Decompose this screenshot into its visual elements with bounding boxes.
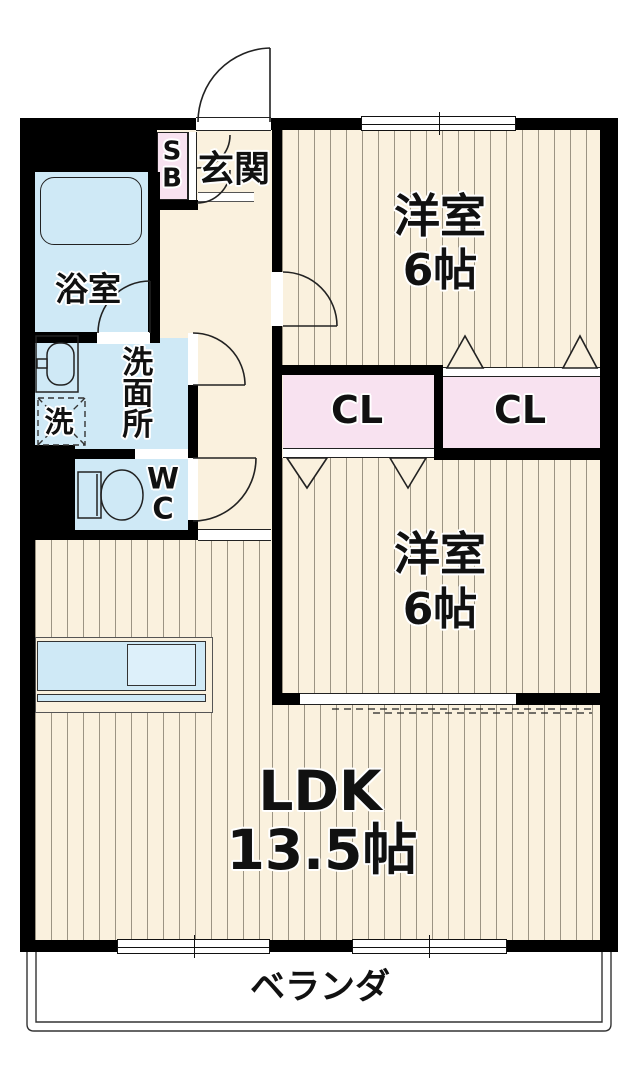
wall-wc-top [75,449,135,459]
window-top [361,112,516,135]
closet-left-label: CL [330,388,384,433]
wall-outer-left [20,118,35,952]
ldk-size: 13.5帖 [226,818,418,883]
entrance-door-arc [197,47,271,123]
hall-ldk-threshold [198,529,271,541]
bedroom-upper-size: 6帖 [402,244,478,296]
wc-door-opening [188,458,198,520]
wall-divider-left [272,693,300,705]
wall-wc-bottom [35,530,198,540]
bedroom-lower-name: 洋室 [394,526,486,581]
wall-hall-right-b [272,326,282,705]
closet-left-door [283,448,434,458]
wc-label-w: W [147,461,179,496]
wall-washroom-right-a [188,385,198,458]
room-ldk-left [35,540,272,941]
bedroom-upper-door-opening [271,272,283,326]
wall-hall-right-a [272,130,282,272]
bathroom-label: 浴室 [55,269,121,309]
wc-label-c: C [152,492,174,526]
window-bl-mullion [118,946,269,948]
shoebox-label-s: S [162,136,182,167]
wall-outer-bottom [20,940,618,952]
veranda-label: ベランダ [249,967,391,1008]
wc-top-opening [135,449,188,459]
kitchen-counter-strip [37,694,206,702]
entrance-step [198,192,254,202]
closet-right-label: CL [493,388,547,433]
wall-divider-right [516,693,600,705]
bedroom-upper-name: 洋室 [394,188,486,243]
bathtub [40,177,142,245]
wall-outer-right [600,118,618,952]
room-ldk-bottom [272,705,600,941]
entrance-label: 玄関 [197,149,271,191]
wall-block-topleft [35,130,157,172]
shoebox-label: S B [162,136,182,194]
window-bottom-right [352,935,507,958]
wall-outer-top [20,118,618,130]
washing-machine-label: 洗 [44,404,74,439]
closet-right [443,377,600,448]
wall-block-wc-left [35,445,75,540]
shoe-box-door [188,132,197,200]
window-bl-tick [194,935,195,958]
ldk-name: LDK [258,759,382,824]
wc-label: W C [147,461,179,526]
wall-bathroom-right [148,172,160,338]
washroom-label: 洗面所 [116,345,153,439]
window-top-mullion [362,123,515,125]
wall-closet-left-top [282,365,443,375]
wall-closet-mid [434,365,443,460]
sliding-door [300,693,516,705]
window-br-tick [429,935,430,958]
wall-under-shoebox [157,200,198,210]
wall-closet-right-bottom [434,448,600,460]
bedroom-lower-size: 6帖 [402,583,478,635]
entrance-door-opening [196,117,271,131]
closet-left [283,375,434,448]
kitchen-sink [127,644,196,686]
window-bottom-left [117,935,270,958]
shoe-box [157,132,188,200]
window-top-tick [439,112,440,135]
room-bedroom-upper [282,130,600,375]
closet-right-door [443,367,600,377]
washroom-door-opening [188,333,198,385]
bathroom-door-opening [97,332,150,344]
shoebox-label-b: B [162,164,182,194]
room-bedroom-lower [282,458,600,705]
